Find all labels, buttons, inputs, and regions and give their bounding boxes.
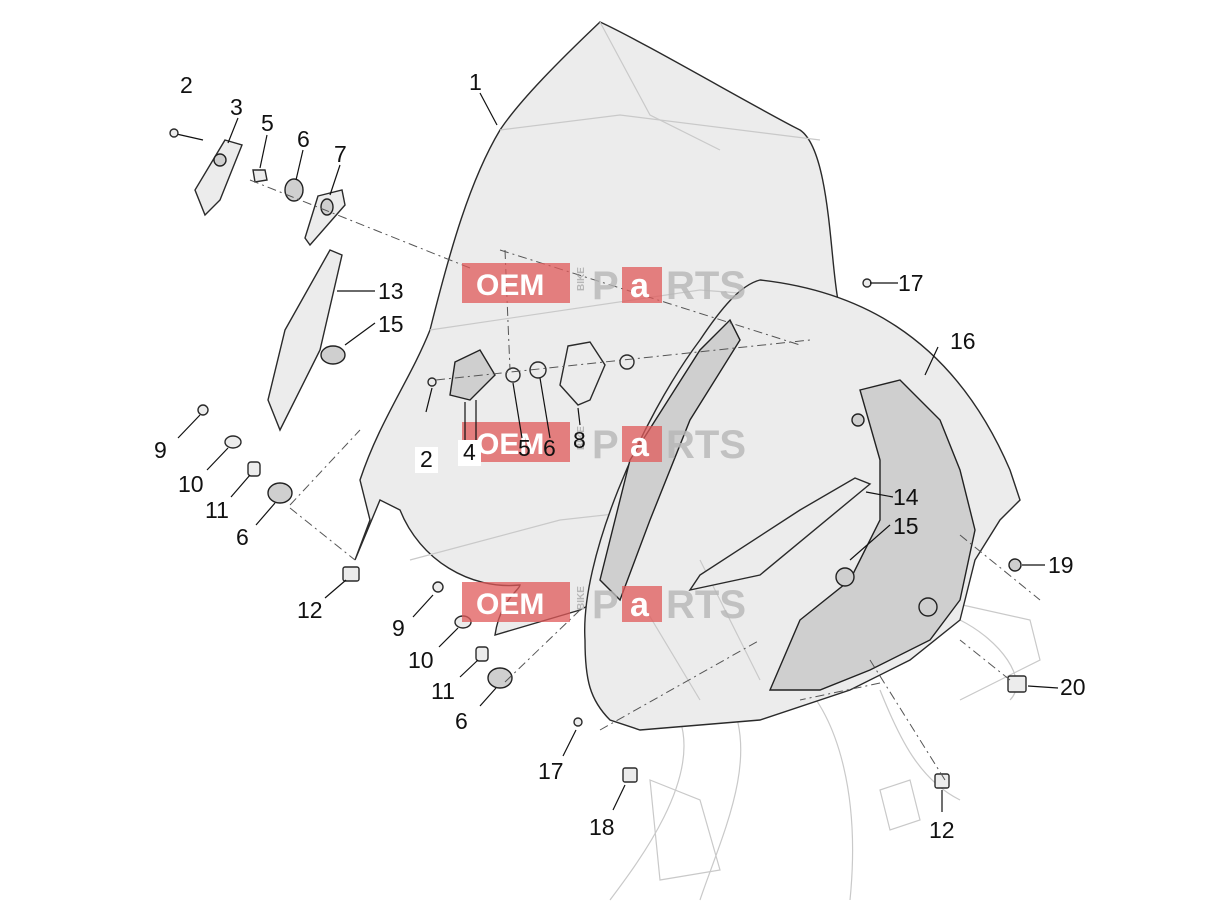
watermark-p: P (592, 423, 619, 467)
leader-lines (177, 92, 1059, 812)
watermark-oem: OEM (476, 269, 544, 302)
trim-14 (688, 477, 872, 592)
callout-5: 5 (518, 435, 531, 461)
callout-15: 15 (893, 513, 919, 539)
watermark-oem: OEM (476, 588, 544, 621)
callout-8: 8 (573, 427, 586, 453)
callout-16: 16 (950, 328, 976, 354)
hardware-parts (169, 128, 1027, 789)
watermark-a-box (622, 267, 662, 303)
callout-10: 10 (408, 647, 434, 673)
watermark: OEM BIKE P a RTS (462, 263, 746, 308)
watermark-a: a (630, 426, 650, 464)
callout-6: 6 (297, 126, 310, 152)
callout-12: 12 (929, 817, 955, 843)
watermark: OEM BIKE P a RTS (462, 422, 746, 467)
callout-17: 17 (538, 758, 564, 784)
watermark-a: a (630, 267, 650, 305)
callout-11: 11 (431, 678, 455, 704)
callout-10: 10 (178, 471, 204, 497)
callout-2: 2 (180, 72, 193, 98)
callout-3: 3 (230, 94, 243, 120)
watermark-bike: BIKE (576, 426, 587, 450)
callout-1: 1 (469, 69, 482, 95)
watermark: OEM BIKE P a RTS (462, 582, 746, 627)
watermark-oem-box (462, 263, 570, 303)
watermark-rts: RTS (666, 423, 746, 467)
callout-18: 18 (589, 814, 615, 840)
callout-9: 9 (392, 615, 405, 641)
callout-20: 20 (1060, 674, 1086, 700)
watermark-oem-box (462, 582, 570, 622)
callout-19: 19 (1048, 552, 1074, 578)
callout-14: 14 (893, 484, 919, 510)
callout-labels: 1 2 3 5 6 7 13 15 2 4 5 6 8 9 10 11 6 12… (154, 69, 1086, 843)
callout-11: 11 (205, 497, 229, 523)
callout-9: 9 (154, 437, 167, 463)
callout-6: 6 (455, 708, 468, 734)
watermark-a-box (622, 586, 662, 622)
callout-15: 15 (378, 311, 404, 337)
callout-12: 12 (297, 597, 323, 623)
callout-5: 5 (261, 110, 274, 136)
callout-13: 13 (378, 278, 404, 304)
watermark-p: P (592, 264, 619, 308)
callout-6: 6 (543, 435, 556, 461)
callout-17: 17 (898, 270, 924, 296)
watermark-p: P (592, 583, 619, 627)
callout-6: 6 (236, 524, 249, 550)
callout-2-box (415, 447, 438, 473)
callout-4-box (458, 440, 481, 466)
callout-4: 4 (463, 439, 476, 465)
watermark-oem: OEM (476, 428, 544, 461)
watermark-rts: RTS (666, 264, 746, 308)
callout-7: 7 (334, 141, 347, 167)
callout-2-boxed: 2 (420, 446, 433, 472)
trim-13 (267, 249, 343, 432)
watermark-a-box (622, 426, 662, 462)
watermark-bike: BIKE (576, 267, 587, 291)
watermark-a: a (630, 586, 650, 624)
watermark-bike: BIKE (576, 586, 587, 610)
watermark-rts: RTS (666, 583, 746, 627)
